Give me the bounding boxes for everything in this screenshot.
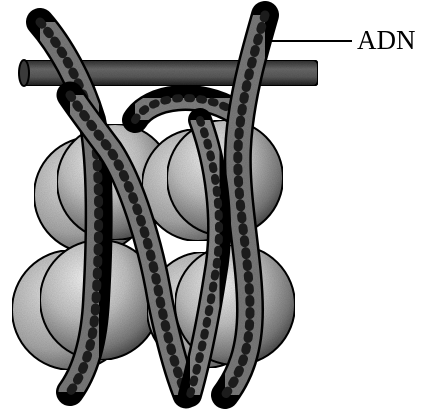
label-adn: ADN xyxy=(268,25,416,55)
label-text: ADN xyxy=(357,25,416,55)
